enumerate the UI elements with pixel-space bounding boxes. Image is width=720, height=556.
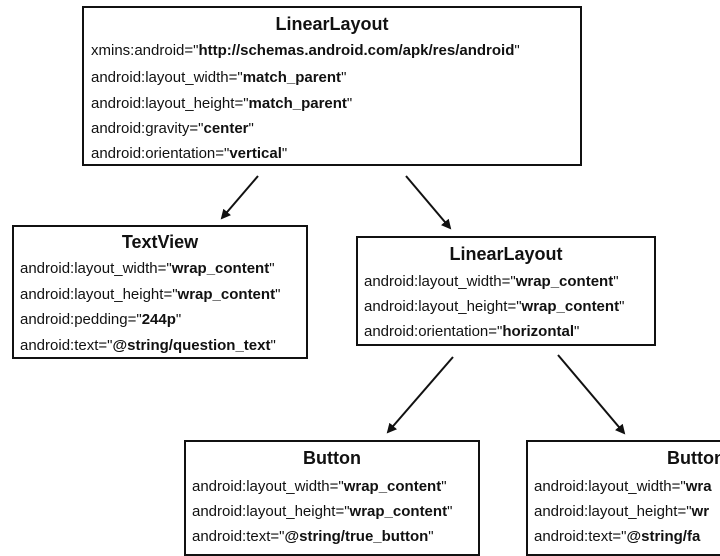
root-attr-orientation: android:orientation="vertical" bbox=[91, 145, 288, 162]
textview-attr-width: android:layout_width="wrap_content" bbox=[20, 260, 275, 277]
inner-attr-orientation: android:orientation="horizontal" bbox=[364, 323, 580, 340]
textview-attr-height: android:layout_height="wrap_content" bbox=[20, 286, 281, 303]
root-attr-gravity: android:gravity="center" bbox=[91, 120, 254, 137]
inner-linearlayout-box: LinearLayout android:layout_width="wrap_… bbox=[356, 236, 656, 346]
root-attr-height: android:layout_height="match_parent" bbox=[91, 95, 353, 112]
button-true-attr-width: android:layout_width="wrap_content" bbox=[192, 478, 447, 495]
inner-attr-width: android:layout_width="wrap_content" bbox=[364, 273, 619, 290]
inner-attr-height: android:layout_height="wrap_content" bbox=[364, 298, 625, 315]
button-true-attr-height: android:layout_height="wrap_content" bbox=[192, 503, 453, 520]
button-true-attr-text: android:text="@string/true_button" bbox=[192, 528, 434, 545]
textview-box: TextView android:layout_width="wrap_cont… bbox=[12, 225, 308, 359]
button-true-box: Button android:layout_width="wrap_conten… bbox=[184, 440, 480, 556]
button-false-box: Button android:layout_width="wra android… bbox=[526, 440, 720, 556]
arrow-inner-to-button-true bbox=[386, 356, 454, 434]
textview-attr-text: android:text="@string/question_text" bbox=[20, 337, 276, 354]
button-true-title: Button bbox=[303, 448, 361, 468]
root-linearlayout-box: LinearLayout xmins:android="http://schem… bbox=[82, 6, 582, 166]
inner-layout-title: LinearLayout bbox=[449, 244, 563, 264]
textview-title: TextView bbox=[121, 232, 199, 252]
button-false-attr-text: android:text="@string/fa bbox=[534, 528, 701, 545]
root-attr-width: android:layout_width="match_parent" bbox=[91, 69, 347, 86]
button-false-title: Button bbox=[667, 448, 720, 468]
root-title: LinearLayout bbox=[275, 14, 389, 34]
arrow-root-to-textview bbox=[220, 175, 259, 220]
button-false-attr-width: android:layout_width="wra bbox=[534, 478, 712, 495]
root-attr-xmlns: xmins:android="http://schemas.android.co… bbox=[91, 42, 520, 59]
textview-attr-padding: android:pedding="244p" bbox=[20, 311, 182, 328]
button-false-attr-height: android:layout_height="wr bbox=[534, 503, 710, 520]
arrow-root-to-inner-layout bbox=[405, 175, 452, 230]
arrow-inner-to-button-false bbox=[557, 354, 626, 435]
